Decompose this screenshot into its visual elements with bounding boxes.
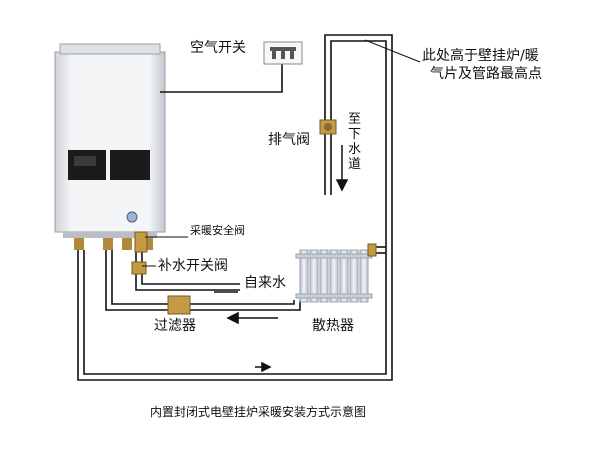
highest-point-label-1: 此处高于壁挂炉/暖 bbox=[422, 48, 539, 64]
tap-water-label: 自来水 bbox=[244, 275, 286, 291]
highest-point-label-2: 气片及管路最高点 bbox=[430, 66, 542, 82]
refill-valve-label: 补水开关阀 bbox=[158, 258, 228, 274]
filter-label: 过滤器 bbox=[154, 318, 196, 334]
boiler-control-panel bbox=[110, 150, 150, 180]
wall-boiler bbox=[54, 43, 166, 250]
air-switch-box bbox=[263, 41, 303, 65]
filter-fitting bbox=[167, 295, 191, 315]
air-switch-label: 空气开关 bbox=[190, 40, 246, 56]
flow-arrows bbox=[214, 145, 349, 373]
diagram-caption: 内置封闭式电壁挂炉采暖安装方式示意图 bbox=[150, 405, 367, 419]
boiler-badge-icon bbox=[126, 211, 138, 223]
refill-valve-fitting bbox=[131, 261, 147, 275]
exhaust-valve-fitting bbox=[319, 119, 337, 135]
radiator-label: 散热器 bbox=[312, 318, 354, 334]
radiator bbox=[295, 243, 377, 303]
leader-lines bbox=[142, 39, 421, 267]
safety-valve-fitting bbox=[134, 231, 148, 253]
to-drain-label: 至下水道 bbox=[347, 112, 361, 172]
safety-valve-label: 采暖安全阀 bbox=[190, 224, 245, 237]
exhaust-valve-label: 排气阀 bbox=[268, 132, 310, 148]
